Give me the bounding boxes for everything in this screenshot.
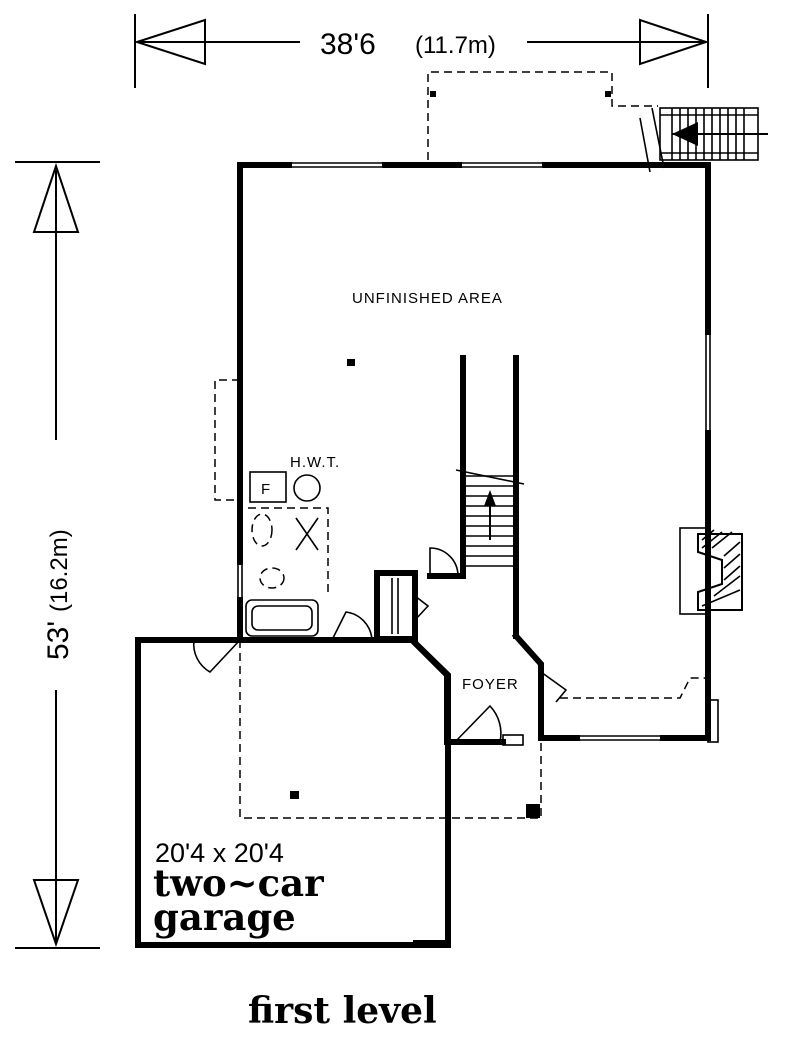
interior-stairs bbox=[455, 355, 525, 639]
furnace-label: F bbox=[261, 481, 271, 498]
rear-stairs bbox=[639, 107, 768, 173]
front-porch bbox=[560, 677, 708, 699]
garage-size-label: 20'4 x 20'4 bbox=[155, 838, 284, 868]
left-bumpout bbox=[214, 379, 240, 501]
width-dimension: 38'6 (11.7m) bbox=[133, 14, 710, 88]
level-title: first level bbox=[248, 990, 437, 1032]
water-heater-icon bbox=[293, 474, 321, 502]
garage bbox=[135, 635, 542, 948]
furnace-icon bbox=[249, 471, 287, 503]
house-walls bbox=[235, 160, 719, 743]
fireplace bbox=[679, 527, 743, 615]
hwt-label: H.W.T. bbox=[290, 454, 340, 471]
garage-name-line1: two~car bbox=[153, 861, 324, 905]
rear-deck bbox=[427, 71, 658, 160]
bathroom bbox=[245, 507, 329, 637]
depth-ft-label: 53' bbox=[42, 621, 75, 660]
unfinished-area-label: UNFINISHED AREA bbox=[352, 290, 503, 307]
depth-m-label: (16.2m) bbox=[46, 529, 73, 612]
utility: F H.W.T. bbox=[249, 454, 340, 503]
depth-dimension: 53' (16.2m) bbox=[15, 161, 100, 949]
garage-name-line2: garage bbox=[153, 895, 296, 939]
width-ft-label: 38'6 bbox=[320, 28, 376, 61]
width-m-label: (11.7m) bbox=[415, 32, 496, 59]
foyer-label: FOYER bbox=[462, 676, 519, 693]
column bbox=[347, 359, 355, 366]
